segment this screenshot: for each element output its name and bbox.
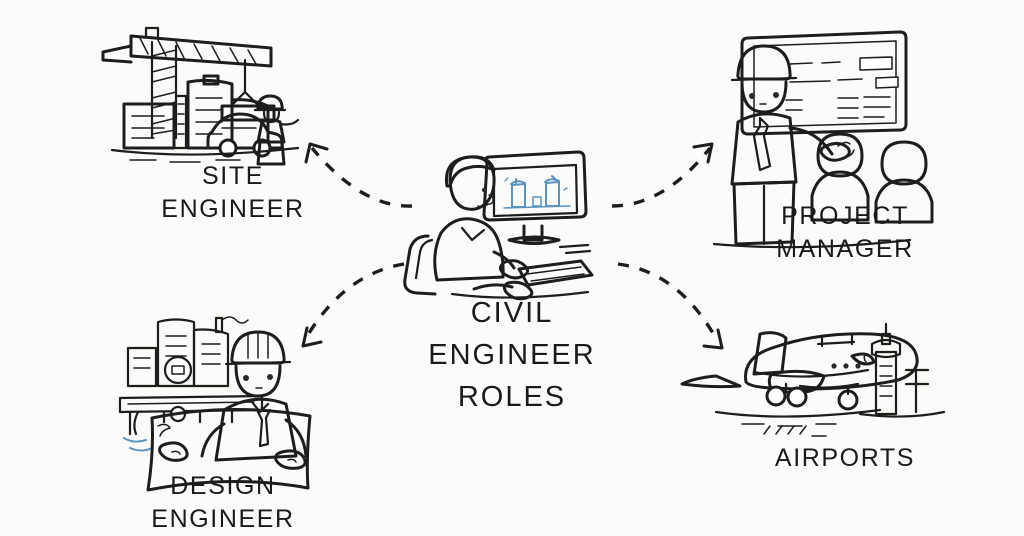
center-label: CIVIL ENGINEER ROLES [428, 297, 596, 414]
control-tower [858, 322, 946, 418]
arrow-to-site-engineer [304, 142, 413, 208]
arrow-to-design-engineer [301, 262, 405, 348]
illustration-engineer-with-blueprint [118, 316, 312, 492]
cabin-windows [831, 363, 861, 369]
connector-arrows [301, 142, 724, 350]
illustration-presentation-meeting [712, 30, 934, 249]
whiteboard [740, 30, 908, 136]
whiteboard-content [785, 56, 899, 119]
label-airports: AIRPORTS [774, 444, 916, 472]
label-project-manager: PROJECT MANAGER [776, 202, 914, 263]
illustration-construction-site [101, 26, 300, 166]
label-site-engineer: SITE ENGINEER [161, 162, 305, 223]
illustration-airplane-and-control-tower [680, 322, 946, 437]
label-design-engineer: DESIGN ENGINEER [151, 472, 295, 533]
screen-diagram [503, 175, 571, 209]
audience-member-2 [874, 140, 934, 224]
monitor [482, 150, 588, 245]
factory-buildings [126, 316, 249, 388]
keyboard [450, 243, 594, 299]
airplane [680, 331, 919, 411]
site-worker [253, 94, 300, 166]
design-engineer-person [146, 330, 312, 492]
arrow-to-project-manager [611, 142, 714, 208]
audience-member-1 [810, 132, 870, 222]
presenter [730, 44, 855, 246]
arrow-to-airports [617, 262, 724, 350]
office-chair [403, 234, 437, 296]
illustration-engineer-at-computer [403, 150, 594, 301]
